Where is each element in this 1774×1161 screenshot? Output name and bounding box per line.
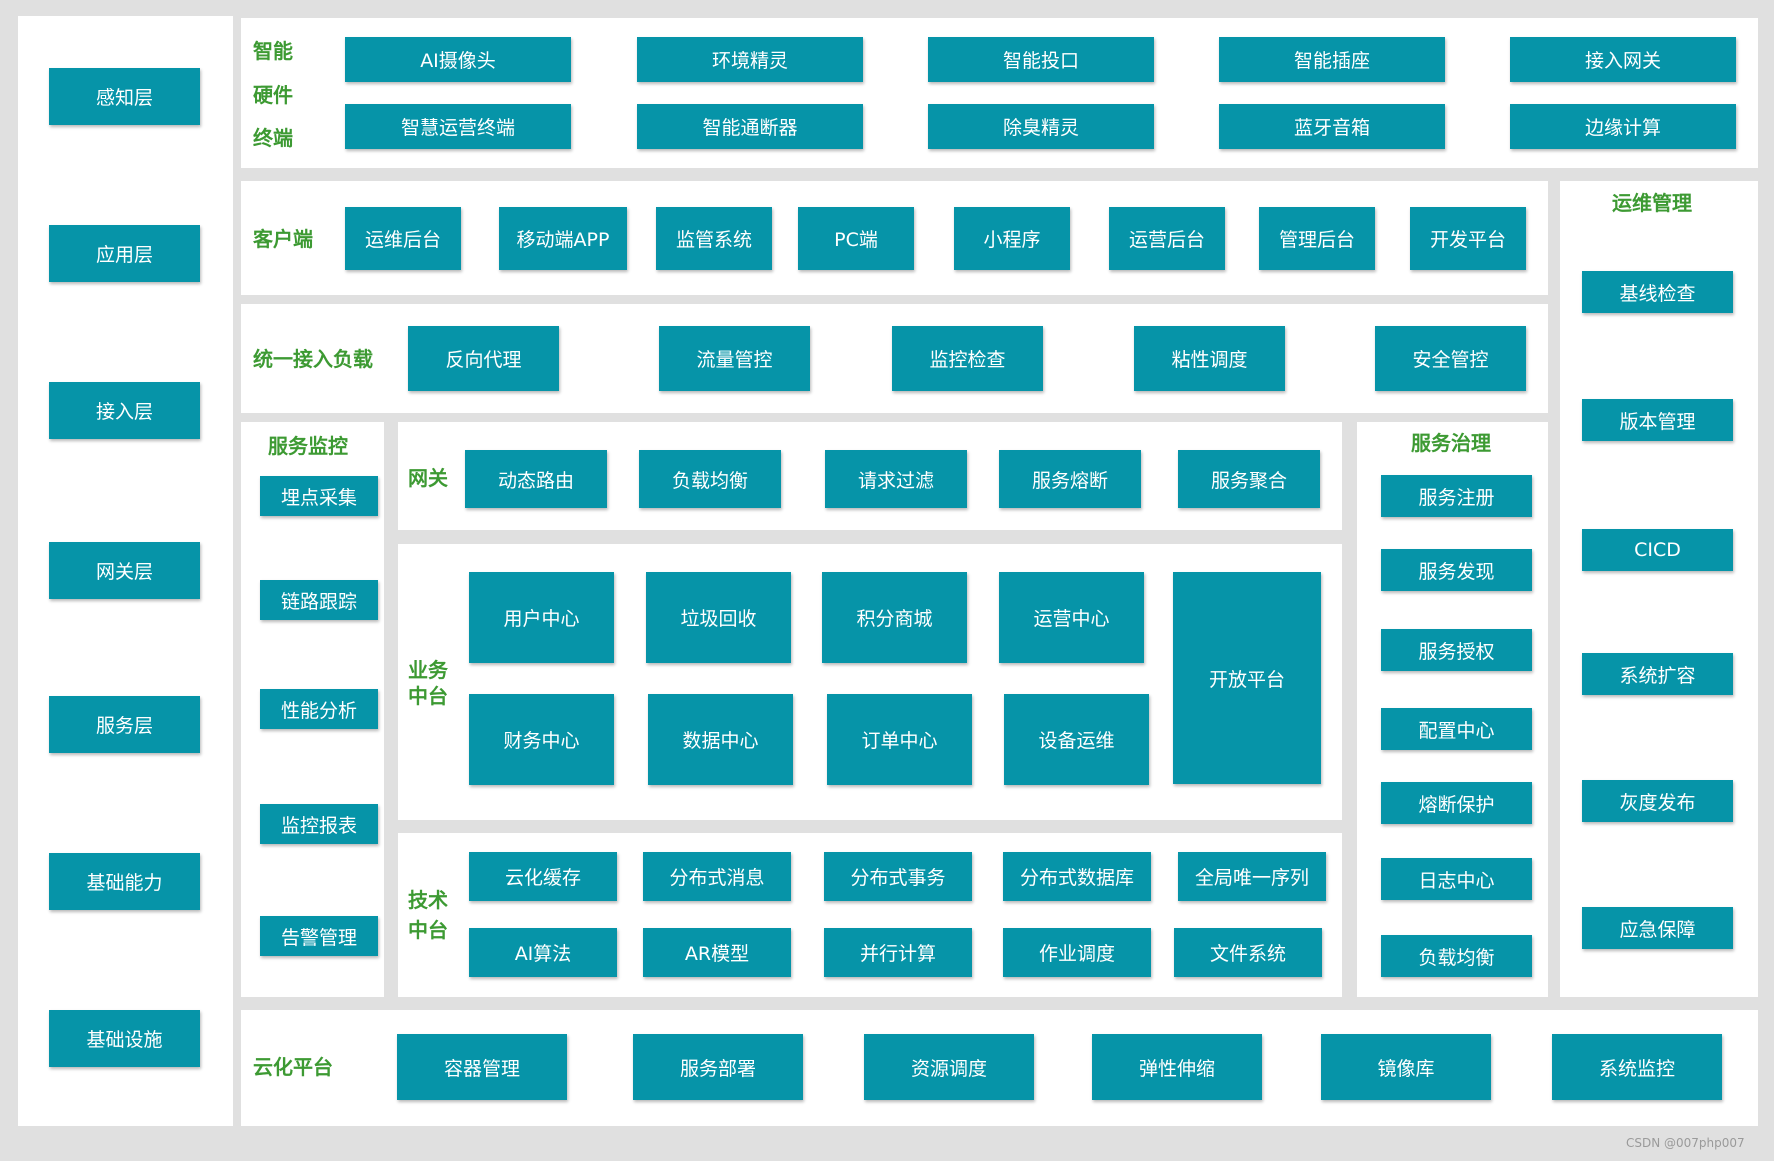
governance-config-center: 配置中心 — [1381, 708, 1532, 750]
client-mobile-app: 移动端APP — [499, 207, 627, 270]
ops-panel — [1560, 181, 1758, 997]
hardware-label-line-2: 硬件 — [253, 83, 293, 107]
hardware-label-line-3: 终端 — [253, 126, 293, 150]
monitor-tracking-collection: 埋点采集 — [260, 476, 378, 516]
ops-baseline-check: 基线检查 — [1582, 271, 1733, 313]
client-label: 客户端 — [253, 227, 313, 251]
client-ops-backend: 运维后台 — [345, 207, 461, 270]
hardware-ai-camera: AI摄像头 — [345, 37, 571, 82]
client-admin-backend: 管理后台 — [1259, 207, 1375, 270]
tech-distributed-messaging: 分布式消息 — [643, 852, 791, 901]
gateway-service-aggregation: 服务聚合 — [1178, 450, 1320, 508]
governance-service-discovery: 服务发现 — [1381, 549, 1532, 591]
cloud-label: 云化平台 — [253, 1055, 333, 1079]
cloud-resource-scheduling: 资源调度 — [864, 1034, 1034, 1100]
tech-distributed-database: 分布式数据库 — [1003, 852, 1151, 901]
access-monitor-check: 监控检查 — [892, 326, 1043, 391]
monitor-trace: 链路跟踪 — [260, 580, 378, 620]
hardware-bluetooth-speaker: 蓝牙音箱 — [1219, 104, 1445, 149]
ops-system-scaling: 系统扩容 — [1582, 653, 1733, 695]
ops-version-management: 版本管理 — [1582, 399, 1733, 441]
cloud-service-deployment: 服务部署 — [633, 1034, 803, 1100]
ops-cicd: CICD — [1582, 529, 1733, 571]
gateway-dynamic-routing: 动态路由 — [465, 450, 607, 508]
ops-label: 运维管理 — [1612, 191, 1692, 215]
access-security-control: 安全管控 — [1375, 326, 1526, 391]
access-sticky-scheduling: 粘性调度 — [1134, 326, 1285, 391]
tech-distributed-transaction: 分布式事务 — [824, 852, 972, 901]
access-label: 统一接入负载 — [253, 347, 373, 371]
ops-emergency-support: 应急保障 — [1582, 907, 1733, 949]
governance-circuit-protection: 熔断保护 — [1381, 782, 1532, 824]
tech-label-line-1: 技术 — [408, 888, 448, 912]
tech-label-line-2: 中台 — [408, 918, 448, 942]
hardware-access-gateway: 接入网关 — [1510, 37, 1736, 82]
layer-perception: 感知层 — [49, 68, 200, 125]
hardware-deodorizer: 除臭精灵 — [928, 104, 1154, 149]
monitor-label: 服务监控 — [268, 434, 348, 458]
client-pc: PC端 — [798, 207, 914, 270]
business-waste-recycling: 垃圾回收 — [646, 572, 791, 663]
layer-gateway: 网关层 — [49, 542, 200, 599]
business-data-center: 数据中心 — [648, 694, 793, 785]
tech-global-unique-sequence: 全局唯一序列 — [1178, 852, 1326, 901]
cloud-image-registry: 镜像库 — [1321, 1034, 1491, 1100]
layer-access: 接入层 — [49, 382, 200, 439]
monitor-report: 监控报表 — [260, 804, 378, 844]
tech-parallel-computing: 并行计算 — [824, 928, 972, 977]
tech-ai-algorithm: AI算法 — [469, 928, 617, 977]
layer-application: 应用层 — [49, 225, 200, 282]
hardware-smart-drop-port: 智能投口 — [928, 37, 1154, 82]
hardware-environment-sprite: 环境精灵 — [637, 37, 863, 82]
business-open-platform: 开放平台 — [1173, 572, 1321, 784]
layer-service: 服务层 — [49, 696, 200, 753]
ops-canary-release: 灰度发布 — [1582, 780, 1733, 822]
gateway-circuit-breaker: 服务熔断 — [999, 450, 1141, 508]
gateway-request-filtering: 请求过滤 — [825, 450, 967, 508]
cloud-system-monitoring: 系统监控 — [1552, 1034, 1722, 1100]
hardware-edge-computing: 边缘计算 — [1510, 104, 1736, 149]
watermark: CSDN @007php007 — [1626, 1136, 1745, 1150]
access-traffic-control: 流量管控 — [659, 326, 810, 391]
client-operation-backend: 运营后台 — [1109, 207, 1225, 270]
access-reverse-proxy: 反向代理 — [408, 326, 559, 391]
tech-cloud-cache: 云化缓存 — [469, 852, 617, 901]
tech-ar-model: AR模型 — [643, 928, 791, 977]
business-operation-center: 运营中心 — [999, 572, 1144, 663]
governance-log-center: 日志中心 — [1381, 858, 1532, 900]
monitor-alert-management: 告警管理 — [260, 916, 378, 956]
cloud-elastic-scaling: 弹性伸缩 — [1092, 1034, 1262, 1100]
business-order-center: 订单中心 — [827, 694, 972, 785]
tech-file-system: 文件系统 — [1174, 928, 1322, 977]
layer-base-capability: 基础能力 — [49, 853, 200, 910]
governance-service-authorization: 服务授权 — [1381, 629, 1532, 671]
layer-infrastructure: 基础设施 — [49, 1010, 200, 1067]
business-finance-center: 财务中心 — [469, 694, 614, 785]
business-points-mall: 积分商城 — [822, 572, 967, 663]
hardware-smart-breaker: 智能通断器 — [637, 104, 863, 149]
business-label-line-2: 中台 — [408, 684, 448, 708]
governance-load-balancing: 负载均衡 — [1381, 935, 1532, 977]
cloud-container-management: 容器管理 — [397, 1034, 567, 1100]
gateway-load-balancing: 负载均衡 — [639, 450, 781, 508]
hardware-smart-socket: 智能插座 — [1219, 37, 1445, 82]
hardware-smart-ops-terminal: 智慧运营终端 — [345, 104, 571, 149]
hardware-label-line-1: 智能 — [253, 39, 293, 63]
business-label-line-1: 业务 — [408, 658, 448, 682]
business-user-center: 用户中心 — [469, 572, 614, 663]
governance-service-registry: 服务注册 — [1381, 475, 1532, 517]
governance-label: 服务治理 — [1411, 431, 1491, 455]
client-developer-platform: 开发平台 — [1410, 207, 1526, 270]
tech-job-scheduling: 作业调度 — [1003, 928, 1151, 977]
client-supervision-system: 监管系统 — [656, 207, 772, 270]
gateway-label: 网关 — [408, 466, 448, 490]
client-mini-program: 小程序 — [954, 207, 1070, 270]
business-device-maintenance: 设备运维 — [1004, 694, 1149, 785]
monitor-performance-analysis: 性能分析 — [260, 689, 378, 729]
